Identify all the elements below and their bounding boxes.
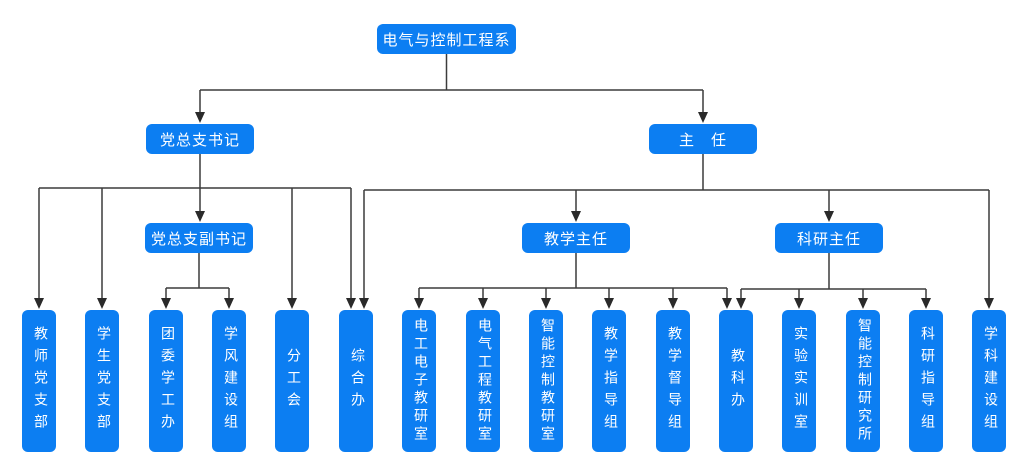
node-study-style-construction-group: 学风建设组 xyxy=(212,310,246,452)
node-party-secretary: 党总支书记 xyxy=(146,124,254,154)
node-deputy-party-secretary: 党总支副书记 xyxy=(145,223,253,253)
node-experiment-training-room: 实验实训室 xyxy=(782,310,816,452)
node-research-guidance-group: 科研指导组 xyxy=(909,310,943,452)
node-research-director: 科研主任 xyxy=(775,223,883,253)
node-teaching-research-office: 教科办 xyxy=(719,310,753,452)
node-teaching-guidance-group: 教学指导组 xyxy=(592,310,626,452)
node-teaching-director: 教学主任 xyxy=(522,223,630,253)
node-teacher-party-branch: 教师党支部 xyxy=(22,310,56,452)
node-department-root: 电气与控制工程系 xyxy=(377,24,516,54)
node-electrical-engineering-teaching-office: 电气工程教研室 xyxy=(466,310,500,452)
connector-lines xyxy=(38,54,990,300)
node-electrical-electronics-teaching-office: 电工电子教研室 xyxy=(402,310,436,452)
node-discipline-construction-group: 学科建设组 xyxy=(972,310,1006,452)
node-general-office: 综合办 xyxy=(339,310,373,452)
node-student-party-branch: 学生党支部 xyxy=(85,310,119,452)
node-intelligent-control-institute: 智能控制研究所 xyxy=(846,310,880,452)
node-sub-union: 分工会 xyxy=(275,310,309,452)
node-intelligent-control-teaching-office: 智能控制教研室 xyxy=(529,310,563,452)
node-director: 主 任 xyxy=(649,124,757,154)
node-youth-league-student-affairs-office: 团委学工办 xyxy=(149,310,183,452)
node-teaching-supervision-group: 教学督导组 xyxy=(656,310,690,452)
